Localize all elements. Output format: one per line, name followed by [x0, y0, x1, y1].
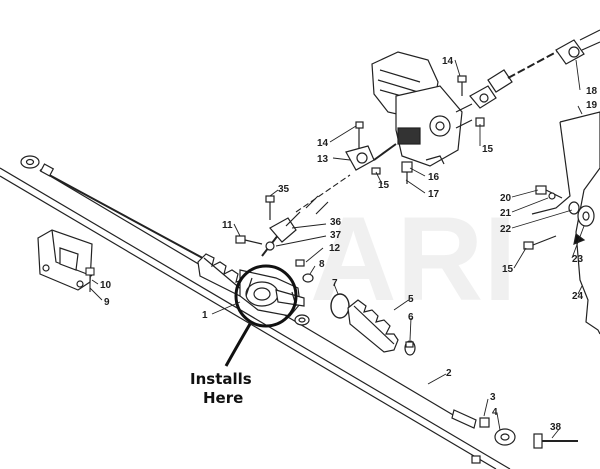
part-label-7: 7: [332, 278, 338, 289]
part-label-15-shaft: 15: [482, 144, 494, 155]
part-label-37: 37: [330, 230, 342, 241]
part-label-14-upper: 14: [442, 56, 454, 67]
upper-steering-shaft: [457, 29, 600, 127]
part-label-13: 13: [317, 154, 329, 165]
part-label-6: 6: [408, 312, 414, 323]
part-label-8: 8: [319, 259, 325, 270]
part-label-17: 17: [428, 189, 440, 200]
part-label-22: 22: [500, 224, 512, 235]
part-label-18: 18: [586, 86, 598, 97]
right-tie-rod-end: [451, 409, 578, 464]
part-label-16: 16: [428, 172, 440, 183]
part-label-11: 11: [222, 220, 233, 231]
pinion-u-joint: [235, 195, 305, 267]
part-label-23: 23: [572, 254, 584, 265]
part-label-5: 5: [408, 294, 414, 305]
column-bracket: [523, 111, 600, 335]
part-label-2: 2: [446, 368, 452, 379]
part-label-36: 36: [330, 217, 342, 228]
part-label-19: 19: [586, 100, 598, 111]
part-label-24: 24: [572, 291, 584, 302]
part-label-3: 3: [490, 392, 496, 403]
part-label-15-ujoint: 15: [378, 180, 390, 191]
right-boot-5: [347, 299, 399, 353]
watermark-text: ARI: [310, 192, 517, 326]
part-label-35: 35: [278, 184, 290, 195]
bolt-10: [85, 267, 95, 292]
mounting-bracket: [37, 229, 93, 291]
install-location-callout: [224, 264, 298, 367]
rack-housing: [197, 253, 305, 317]
seal-ring-8: [302, 273, 314, 283]
leader-lines: [89, 59, 585, 439]
left-tie-rod-end: [20, 155, 211, 263]
part-label-4: 4: [492, 407, 498, 418]
callout-here-text: Here: [203, 389, 243, 407]
power-steering-unit: [371, 51, 473, 184]
upper-u-joint: [345, 121, 397, 175]
part-label-38: 38: [550, 422, 562, 433]
part-label-9: 9: [104, 297, 110, 308]
boot-clamp-6: [404, 340, 416, 356]
rack-right-end: [294, 314, 310, 326]
part-label-10: 10: [100, 280, 112, 291]
part-label-14-lower: 14: [317, 138, 329, 149]
part-label-15-bracket: 15: [502, 264, 514, 275]
part-label-20: 20: [500, 193, 512, 204]
o-ring-7: [330, 293, 350, 319]
intermediate-shaft: [295, 174, 351, 215]
part-label-21: 21: [500, 208, 512, 219]
part-label-1: 1: [202, 310, 208, 321]
part-number-labels: 1 2 3 4 5 6 7 8 9 10 11 12 13 14 14 15 1…: [100, 56, 598, 433]
part-label-12: 12: [329, 243, 341, 254]
callout-installs-text: Installs: [190, 370, 252, 388]
